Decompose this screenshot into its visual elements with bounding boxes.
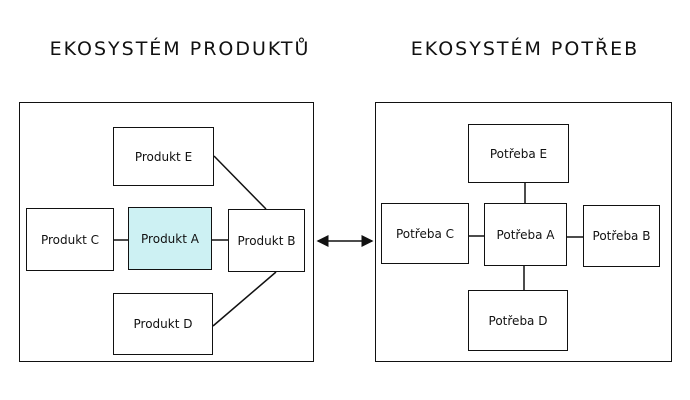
ecosystem-products-title: EKOSYSTÉM PRODUKTŮ (49, 38, 311, 60)
node-produkt-e[interactable]: Produkt E (113, 127, 214, 186)
node-produkt-d[interactable]: Produkt D (113, 293, 213, 355)
node-potreba-c[interactable]: Potřeba C (381, 203, 469, 264)
ecosystem-needs-title: EKOSYSTÉM POTŘEB (410, 38, 640, 60)
node-potreba-a[interactable]: Potřeba A (484, 203, 567, 266)
node-potreba-d[interactable]: Potřeba D (468, 290, 568, 351)
node-produkt-a[interactable]: Produkt A (128, 207, 212, 270)
node-produkt-c[interactable]: Produkt C (26, 208, 114, 271)
node-produkt-b[interactable]: Produkt B (228, 209, 305, 272)
node-potreba-b[interactable]: Potřeba B (583, 205, 660, 267)
node-potreba-e[interactable]: Potřeba E (468, 124, 569, 183)
